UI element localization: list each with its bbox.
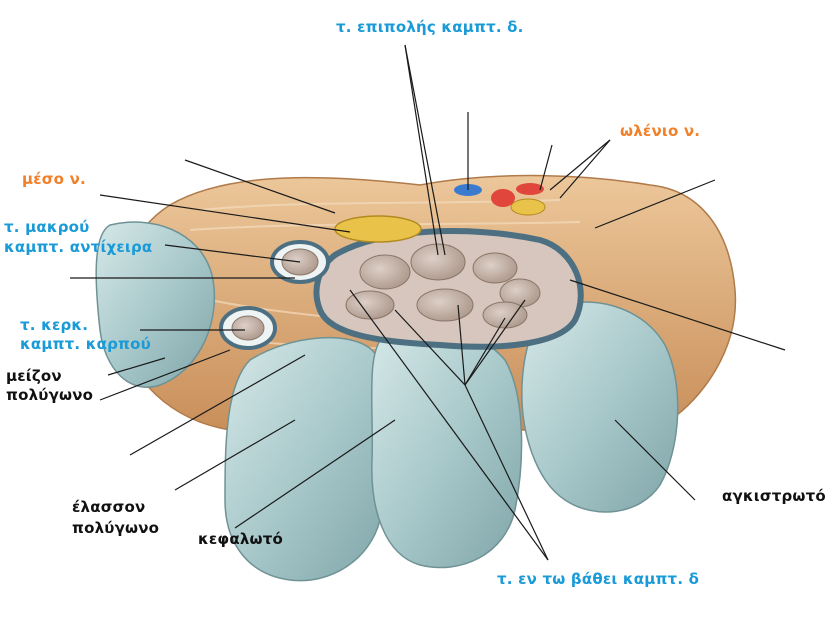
hamate-bone	[521, 301, 679, 513]
label-fpl-line1: τ. μακρού	[4, 218, 90, 236]
label-hamate: αγκιστρωτό	[722, 487, 826, 505]
label-trapezium-line1: μείζον	[6, 367, 62, 385]
leader-lines	[70, 44, 786, 561]
label-ulnar-nerve: ωλένιο ν.	[620, 122, 701, 140]
label-trapezoid-line1: έλασσον	[72, 498, 146, 516]
flexor-carpi-radialis-tendon	[219, 306, 277, 350]
trapezoid-bone	[224, 336, 390, 582]
label-fcr-line2: καμπτ. καρπού	[20, 335, 151, 353]
median-nerve	[334, 215, 422, 243]
label-median-nerve: μέσο ν.	[22, 170, 86, 188]
label-trapezoid-line2: πολύγωνο	[72, 519, 160, 537]
label-deep-flexor-tendons: τ. εν τω βάθει καμπτ. δ	[497, 570, 700, 588]
capitate-bone	[370, 327, 523, 569]
label-superficial-flexor-tendons: τ. επιπολής καμπτ. δ.	[336, 18, 524, 36]
label-fcr-line1: τ. κερκ.	[20, 316, 89, 334]
trapezium-bone	[95, 221, 216, 388]
label-fpl-line2: καμπτ. αντίχειρα	[4, 238, 153, 256]
label-capitate: κεφαλωτό	[198, 530, 284, 548]
label-trapezium-line2: πολύγωνο	[6, 386, 94, 404]
flexor-tendons	[345, 243, 541, 329]
